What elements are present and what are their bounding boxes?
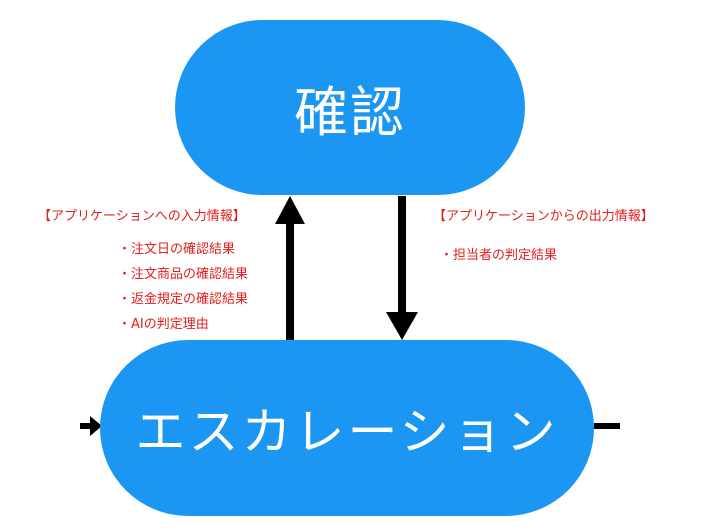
input-info-heading: 【アプリケーションへの入力情報】 [38,209,246,224]
input-info-item: ・返金規定の確認結果 [118,292,249,307]
output-info-list: ・担当者の判定結果 [440,243,557,268]
arrow-up-to-confirm [275,196,305,342]
incoming-connector [80,416,102,436]
input-info-item: ・注文日の確認結果 [118,242,236,257]
arrow-down-to-escalation [386,196,418,340]
confirm-node: 確認 [175,20,525,195]
output-info-heading: 【アプリケーションからの出力情報】 [433,209,654,224]
input-info-item: ・注文商品の確認結果 [118,267,249,282]
output-info-item: ・担当者の判定結果 [440,248,558,263]
escalation-node-label: エスカレーション [135,403,559,461]
input-info-list: ・注文日の確認結果 ・注文商品の確認結果 ・返金規定の確認結果 ・AIの判定理由 [118,237,248,337]
input-info-item: ・AIの判定理由 [118,317,209,332]
confirm-node-label: 確認 [294,81,406,144]
escalation-node: エスカレーション [100,340,594,516]
